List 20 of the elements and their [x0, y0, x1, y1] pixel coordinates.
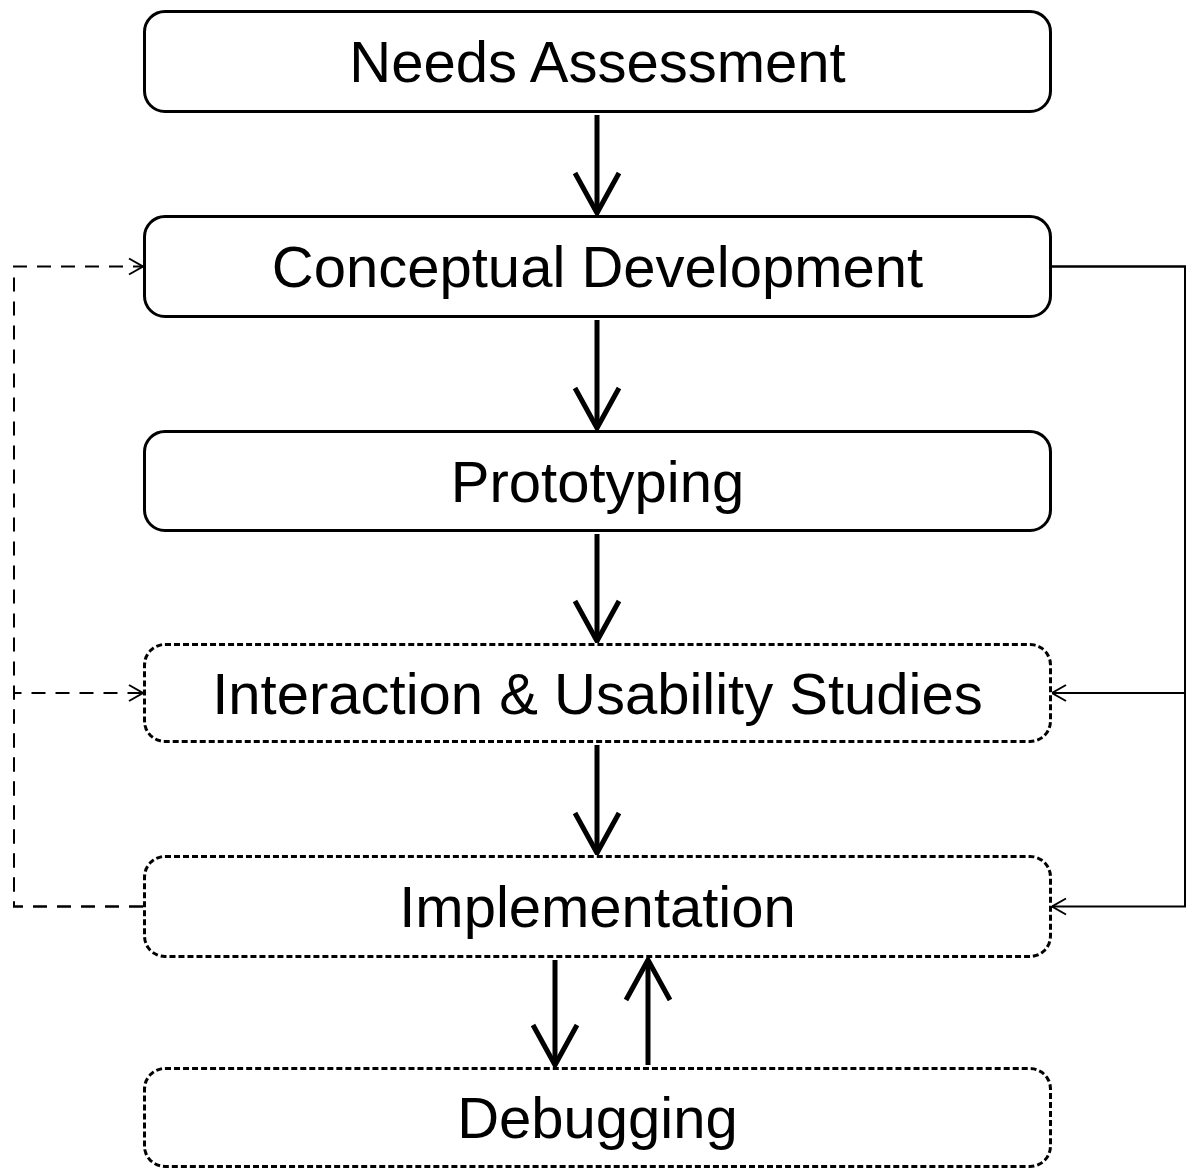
process-box [143, 643, 1052, 743]
process-box [143, 1067, 1052, 1168]
box-label: Needs Assessment [349, 28, 846, 95]
box-label: Prototyping [450, 447, 745, 515]
process-box [143, 10, 1052, 113]
box-label: Conceptual Development [271, 233, 924, 300]
box-label: Interaction & Usability Studies [212, 659, 983, 727]
arrow [530, 960, 580, 1068]
process-box [143, 430, 1052, 532]
arrow [572, 534, 622, 644]
arrow [623, 957, 673, 1065]
process-box [143, 215, 1052, 318]
arrow [572, 745, 622, 856]
arrow [572, 320, 622, 431]
arrow [572, 115, 622, 216]
arrow [1051, 265, 1186, 916]
box-label: Implementation [399, 873, 796, 940]
process-box [143, 855, 1052, 958]
box-label: Debugging [457, 1084, 738, 1151]
arrow [13, 684, 144, 908]
